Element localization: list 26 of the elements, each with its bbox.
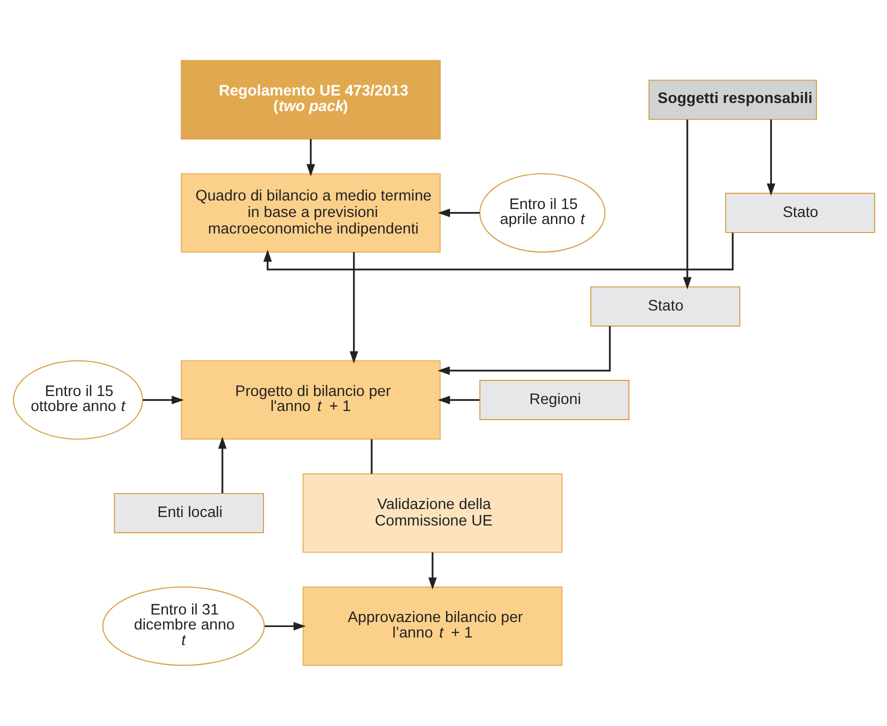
node-box: Regioni bbox=[478, 380, 629, 420]
arrow bbox=[682, 120, 692, 290]
node-box: Stato bbox=[590, 286, 740, 327]
arrow bbox=[428, 552, 436, 590]
arrow bbox=[437, 396, 480, 404]
node-box: Soggetti responsabili bbox=[648, 80, 816, 120]
node-box: Validazione della Commissione UE bbox=[302, 473, 562, 553]
arrow bbox=[437, 326, 610, 375]
arrow bbox=[142, 396, 184, 404]
arrow bbox=[306, 139, 315, 176]
arrow bbox=[262, 232, 734, 270]
node-box: Quadro di bilancio a medio termine in base a previsioni macroeconomiche indipendenti bbox=[180, 173, 440, 253]
arrow bbox=[349, 252, 358, 364]
node-ellipse: Entro il 15 aprile anno t bbox=[478, 173, 605, 253]
arrow bbox=[218, 436, 226, 494]
arrow bbox=[264, 622, 306, 630]
arrow bbox=[437, 208, 480, 218]
node-box: Stato bbox=[724, 192, 875, 234]
node-ellipse: Entro il 31 dicembre anno t bbox=[102, 586, 264, 666]
node-box: Enti locali bbox=[113, 492, 264, 534]
node-box: Progetto di bilancio per l'anno t + 1 bbox=[180, 360, 440, 440]
arrow bbox=[766, 120, 775, 196]
node-ellipse: Entro il 15 ottobre anno t bbox=[12, 360, 143, 440]
connector bbox=[370, 439, 372, 474]
node-box: Regolamento UE 473/2013 (two pack) bbox=[180, 60, 440, 140]
node-box: Approvazione bilancio per l’anno t + 1 bbox=[302, 586, 562, 666]
